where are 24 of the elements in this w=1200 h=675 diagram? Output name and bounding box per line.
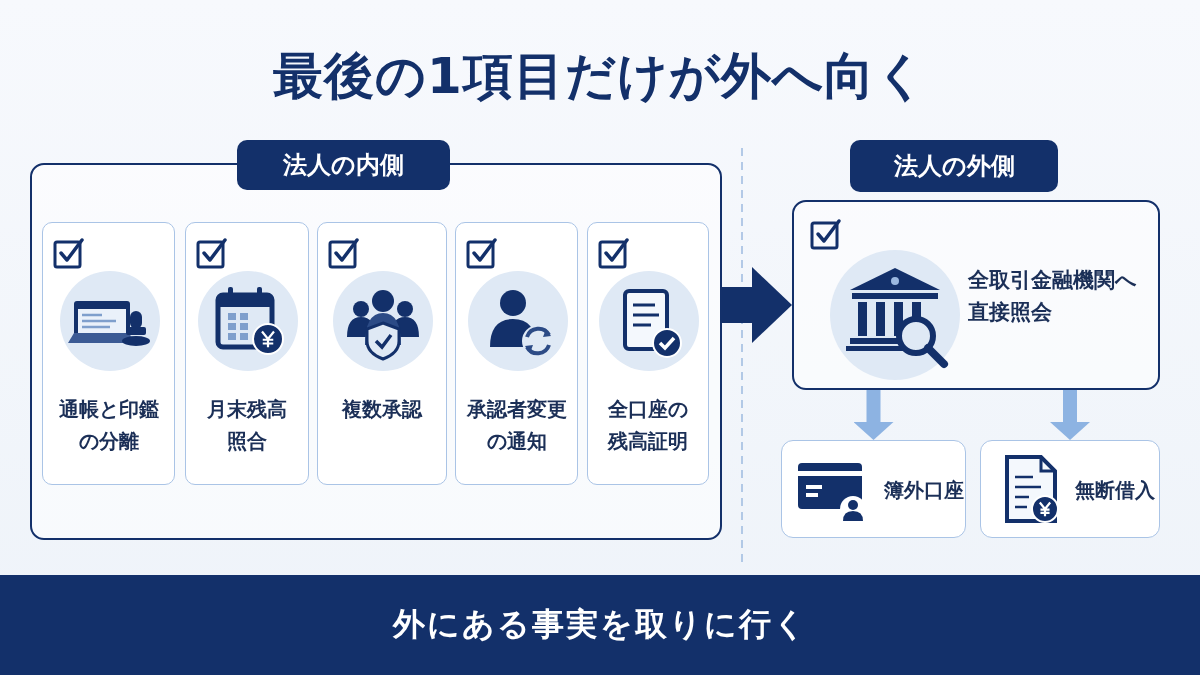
card-label: 月末残高照合 [206,396,288,455]
heading-tab: 法人の外側 [850,140,1058,192]
heading-tab: 法人の内側 [237,140,450,190]
result-box [781,440,966,538]
box-label: 無断借入 [1075,477,1156,504]
arrow [1050,390,1090,440]
group-frame [792,140,1160,390]
card-label: 通帳と印鑑の分離 [57,396,160,455]
title: 最後の1項目だけが外へ向く [273,46,927,106]
block-arrow [722,267,792,343]
group-frame [30,140,722,540]
checklist-card [455,222,578,485]
node-text: 全取引金融機関へ直接照会 [968,267,1138,326]
result-box [980,440,1160,538]
checklist-card [42,222,175,485]
card-label: 複数承認 [340,396,424,423]
checklist-card [587,222,709,485]
card-label: 承認者変更の通知 [465,396,568,455]
arrow [853,390,894,440]
card-label: 全口座の残高証明 [606,396,689,455]
box-label: 簿外口座 [884,477,965,504]
caption-banner: 外にある事実を取りに行く [0,575,1200,675]
checklist-card [317,222,447,485]
checklist-card [185,222,309,485]
